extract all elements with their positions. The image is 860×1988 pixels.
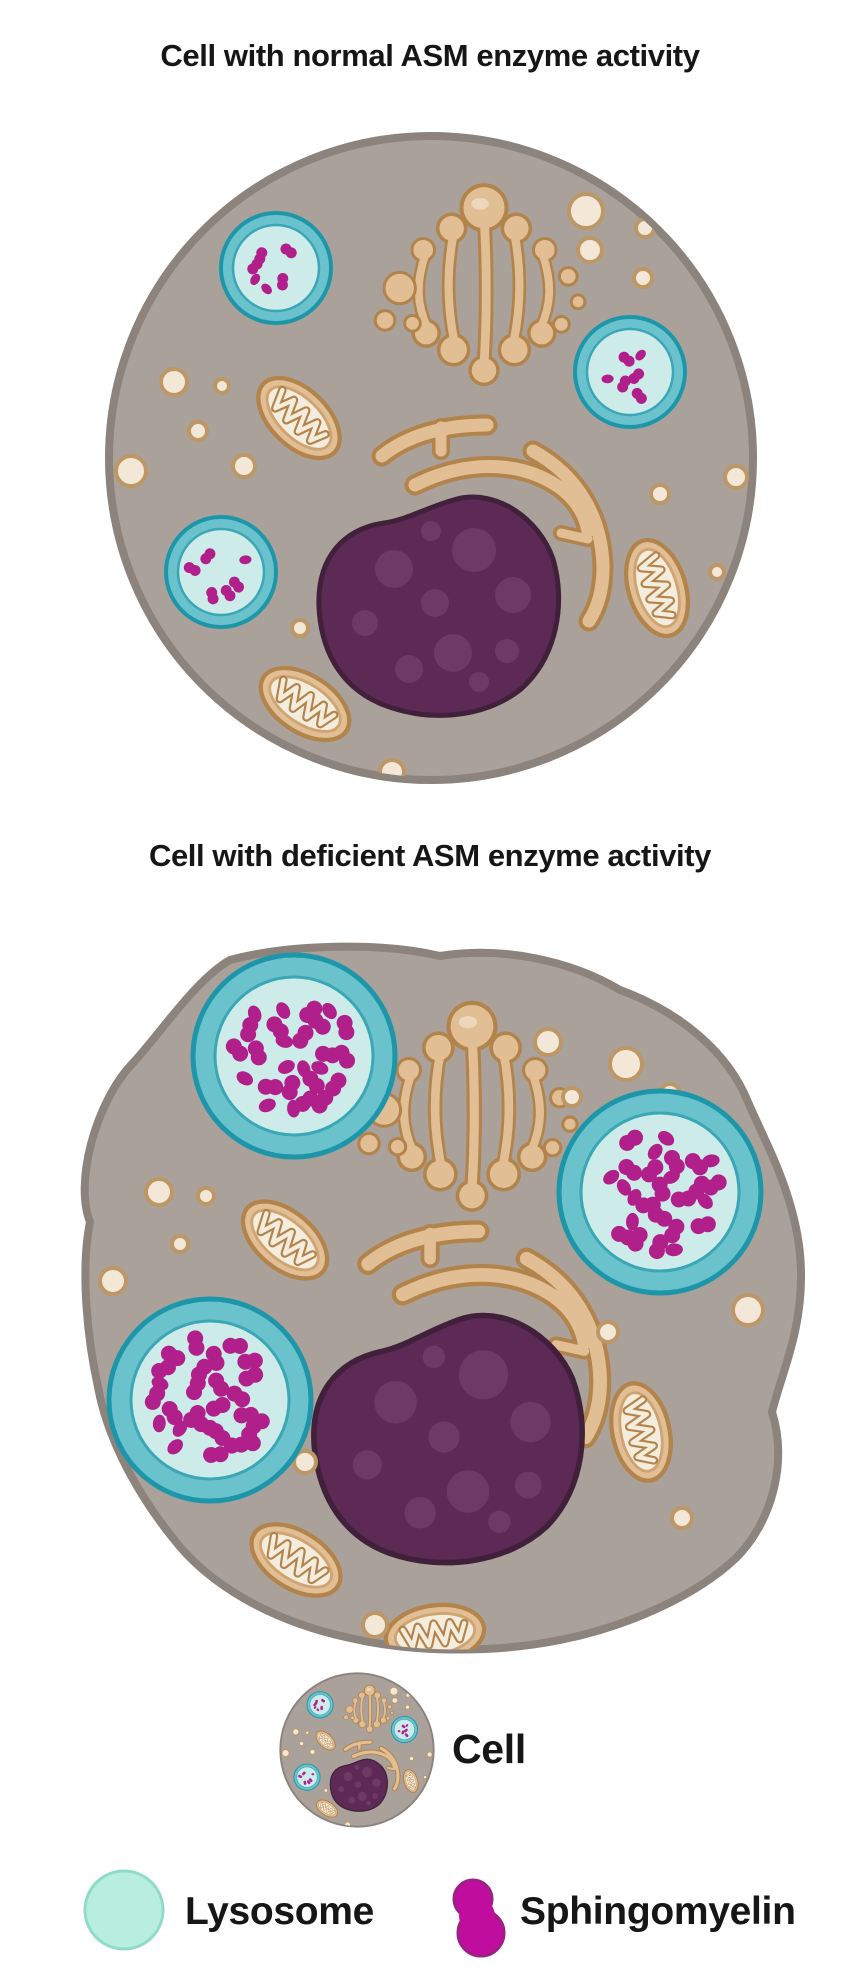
lysosome xyxy=(164,515,278,629)
sphingomyelin-dots xyxy=(183,548,252,605)
lysosome xyxy=(219,211,333,325)
sphingomyelin-dots xyxy=(603,1129,727,1260)
lysosome-enlarged xyxy=(106,1296,314,1504)
title-normal-cell: Cell with normal ASM enzyme activity xyxy=(160,38,700,73)
legend-cell-swatch xyxy=(277,1670,437,1830)
sphingomyelin-dots xyxy=(225,1000,356,1118)
title-deficient-cell: Cell with deficient ASM enzyme activity xyxy=(148,838,712,873)
legend-lysosome-label: Lysosome xyxy=(185,1890,375,1933)
legend-cell-label: Cell xyxy=(452,1726,526,1772)
lysosome-enlarged xyxy=(190,952,398,1160)
legend-lysosome-swatch xyxy=(83,1869,165,1951)
legend-sphingomyelin-swatch xyxy=(452,1878,506,1958)
sphingomyelin-dots xyxy=(247,243,297,295)
legend-sphingomyelin-label: Sphingomyelin xyxy=(520,1890,796,1933)
lysosome-enlarged xyxy=(556,1088,764,1296)
lysosome xyxy=(573,315,687,429)
sphingomyelin-dots xyxy=(144,1330,270,1463)
nucleus xyxy=(319,497,559,715)
normal-cell-diagram xyxy=(105,132,757,784)
deficient-cell-diagram xyxy=(80,942,806,1654)
sphingomyelin-dots xyxy=(601,349,647,404)
